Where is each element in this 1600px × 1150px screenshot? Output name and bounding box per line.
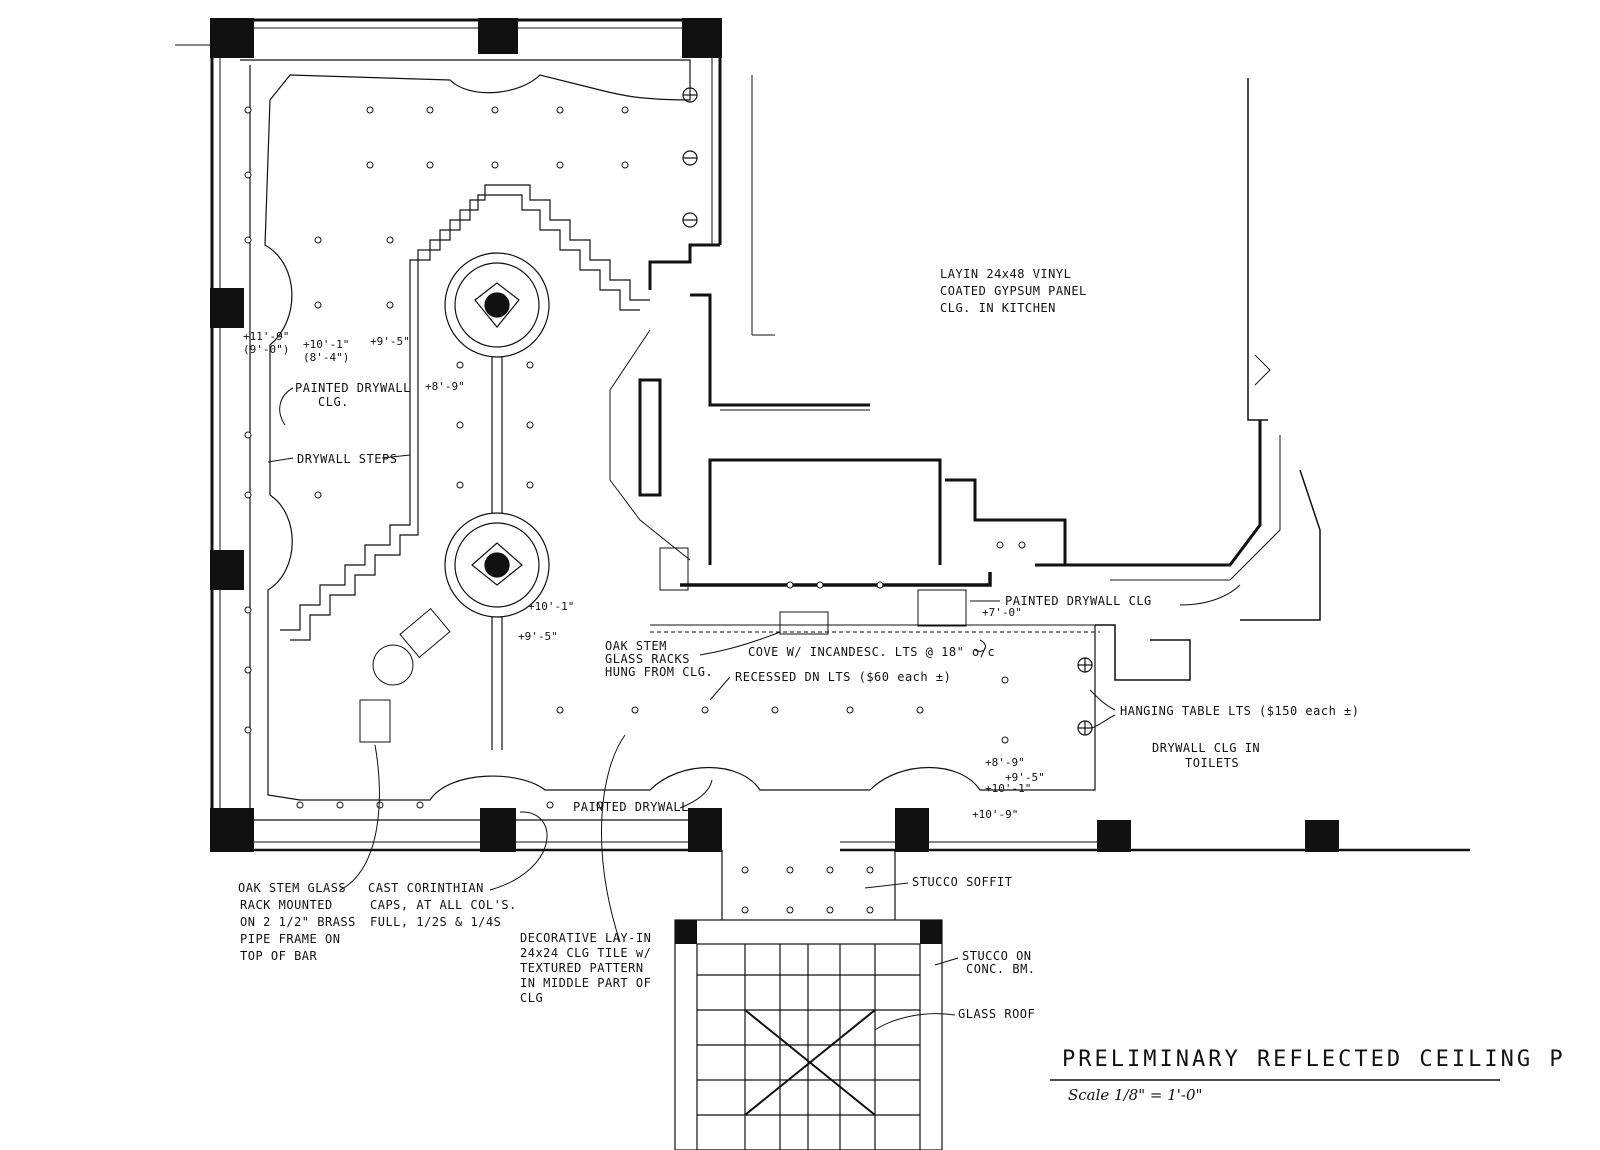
- dim-10-9: +10'-9": [972, 808, 1018, 821]
- decorative-line-4: IN MIDDLE PART OF: [520, 976, 651, 990]
- outer-walls: [175, 18, 1470, 852]
- drawing-scale: Scale 1/8" = 1'-0": [1068, 1086, 1202, 1104]
- entry-glass-roof: [674, 850, 943, 1150]
- oak-stem-bar-line-3: ON 2 1/2" BRASS: [240, 915, 356, 929]
- oak-stem-bar-line-1: OAK STEM GLASS: [238, 881, 346, 895]
- glass-roof-label: GLASS ROOF: [958, 1007, 1035, 1021]
- painted-drywall-line-2: CLG.: [318, 395, 349, 409]
- painted-drywall-bottom-label: PAINTED DRYWALL: [573, 800, 689, 814]
- recessed-note: RECESSED DN LTS ($60 each ±): [709, 670, 951, 701]
- stucco-on-conc-line-1: STUCCO ON: [962, 949, 1032, 963]
- hanging-table-note: HANGING TABLE LTS ($150 each ±): [1089, 689, 1359, 729]
- decorative-line-3: TEXTURED PATTERN: [520, 961, 644, 975]
- dim-7-0: +7'-0": [982, 606, 1022, 619]
- corinthian-line-3: FULL, 1/2S & 1/4S: [370, 915, 501, 929]
- drywall-steps-note: DRYWALL STEPS: [267, 452, 411, 466]
- hanging-table-label: HANGING TABLE LTS ($150 each ±): [1120, 704, 1359, 718]
- kitchen-note-line-2: COATED GYPSUM PANEL: [940, 284, 1087, 298]
- dim-10-1-right: +10'-1": [985, 782, 1031, 795]
- dim-10-1-top: +10'-1": [303, 338, 349, 351]
- painted-drywall-note: PAINTED DRYWALL CLG.: [279, 381, 411, 426]
- oak-stem-racks-line-2: GLASS RACKS: [605, 652, 690, 666]
- columns: [210, 18, 1339, 944]
- title-block: PRELIMINARY REFLECTED CEILING P Scale 1/…: [1050, 1047, 1566, 1104]
- drywall-toilets-note: DRYWALL CLG IN TOILETS: [1152, 741, 1260, 770]
- dim-11-9: +11'-9": [243, 330, 289, 343]
- recessed-label: RECESSED DN LTS ($60 each ±): [735, 670, 951, 684]
- stucco-on-conc-note: STUCCO ON CONC. BM.: [934, 949, 1036, 976]
- ceiling-outline: [240, 59, 1096, 821]
- decorative-line-5: CLG: [520, 991, 543, 1005]
- drawing-title: PRELIMINARY REFLECTED CEILING P: [1062, 1047, 1566, 1072]
- oak-stem-bar-line-2: RACK MOUNTED: [240, 898, 333, 912]
- oak-stem-racks-line-3: HUNG FROM CLG.: [605, 665, 713, 679]
- recessed-downlights: [244, 106, 1026, 914]
- elevation-dimensions: +11'-9" (9'-0") +10'-1" (8'-4") +9'-5" +…: [243, 330, 1045, 821]
- kitchen-note-line-3: CLG. IN KITCHEN: [940, 301, 1056, 315]
- oak-stem-bar-note: OAK STEM GLASS RACK MOUNTED ON 2 1/2" BR…: [238, 744, 380, 963]
- ceiling-medallions: [444, 252, 550, 750]
- cove-label: COVE W/ INCANDESC. LTS @ 18" o/c: [748, 645, 995, 659]
- glass-roof-note: GLASS ROOF: [874, 1007, 1035, 1031]
- painted-drywall-clg-right-label: PAINTED DRYWALL CLG: [1005, 594, 1152, 608]
- kitchen-note-line-1: LAYIN 24x48 VINYL: [940, 267, 1071, 281]
- decorative-line-1: DECORATIVE LAY-IN: [520, 931, 651, 945]
- dim-9-5-mid: +9'-5": [518, 630, 558, 643]
- dim-9-0: (9'-0"): [243, 343, 289, 356]
- drywall-toilets-line-2: TOILETS: [1185, 756, 1239, 770]
- stucco-on-conc-line-2: CONC. BM.: [966, 962, 1036, 976]
- dim-9-5-right: +9'-5": [1005, 771, 1045, 784]
- oak-stem-racks-note: OAK STEM GLASS RACKS HUNG FROM CLG.: [605, 631, 781, 679]
- cove-note: COVE W/ INCANDESC. LTS @ 18" o/c: [748, 639, 995, 659]
- dim-8-9-top: +8'-9": [425, 380, 465, 393]
- dim-9-5-top: +9'-5": [370, 335, 410, 348]
- hanging-table-lights: [682, 87, 1093, 736]
- stucco-soffit-label: STUCCO SOFFIT: [912, 875, 1012, 889]
- decorative-line-2: 24x24 CLG TILE w/: [520, 946, 651, 960]
- oak-stem-bar-line-5: TOP OF BAR: [240, 949, 318, 963]
- painted-drywall-line-1: PAINTED DRYWALL: [295, 381, 411, 395]
- stucco-soffit-note: STUCCO SOFFIT: [864, 875, 1012, 889]
- kitchen-note: LAYIN 24x48 VINYL COATED GYPSUM PANEL CL…: [940, 267, 1087, 315]
- dim-10-1-mid: +10'-1": [528, 600, 574, 613]
- dim-8-4: (8'-4"): [303, 351, 349, 364]
- drywall-steps: [280, 184, 650, 641]
- oak-stem-racks-line-1: OAK STEM: [605, 639, 667, 653]
- glass-racks: [359, 547, 967, 743]
- corinthian-line-2: CAPS, AT ALL COL'S.: [370, 898, 517, 912]
- painted-drywall-clg-right-note: PAINTED DRYWALL CLG: [970, 584, 1241, 608]
- drywall-toilets-line-1: DRYWALL CLG IN: [1152, 741, 1260, 755]
- corinthian-note: CAST CORINTHIAN CAPS, AT ALL COL'S. FULL…: [368, 811, 548, 929]
- decorative-tile-note: DECORATIVE LAY-IN 24x24 CLG TILE w/ TEXT…: [520, 734, 651, 1005]
- drywall-steps-label: DRYWALL STEPS: [297, 452, 397, 466]
- dim-8-9-right: +8'-9": [985, 756, 1025, 769]
- cove-and-soffit: [609, 329, 1321, 681]
- corinthian-line-1: CAST CORINTHIAN: [368, 881, 484, 895]
- oak-stem-bar-line-4: PIPE FRAME ON: [240, 932, 340, 946]
